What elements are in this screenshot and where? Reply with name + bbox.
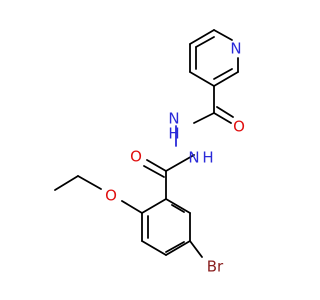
- upper-amide-group: [193, 85, 234, 124]
- bond-pyr-double-1: [195, 36, 215, 48]
- pyridine-nitrogen-label: N: [230, 40, 241, 58]
- ethoxy-group: [54, 175, 143, 214]
- bond-carbonyl-1-o-a: [213, 112, 232, 124]
- bond-ring-to-o: [121, 200, 143, 214]
- bond-pyr-double-2: [213, 68, 233, 80]
- chemical-structure-diagram: N O N H O N H O Br: [54, 29, 245, 276]
- bromine-substituent: [189, 240, 203, 258]
- benzene-ring: [141, 198, 191, 256]
- bromine-label: Br: [207, 258, 224, 276]
- hydrazide-nitrogen-upper-label: N: [168, 110, 179, 128]
- bond-ring-to-br: [189, 240, 203, 258]
- hydrazide-hydrogen-lower-label: H: [202, 149, 213, 167]
- bond-carbonyl-2-o-a: [146, 159, 167, 172]
- bond-carbonyl-2-o-b: [143, 165, 165, 178]
- bond-pyr-2: [213, 29, 233, 41]
- bond-carbonyl-1-n: [193, 112, 215, 124]
- bond-benz-double-2: [165, 241, 185, 253]
- bond-pyr-5: [189, 71, 215, 87]
- bond-o-to-ch2: [77, 175, 102, 190]
- bond-benz-4: [141, 240, 167, 256]
- hydrazide-nitrogen-lower-label: N: [188, 149, 199, 167]
- bond-pyr-4: [213, 71, 239, 87]
- bond-carbonyl-1-o-b: [216, 106, 234, 118]
- bond-pyr-1: [189, 29, 215, 45]
- lower-amide-group: [143, 154, 195, 200]
- bond-ch2-to-ch3: [54, 175, 79, 191]
- bond-n-carbonyl-2: [165, 154, 195, 172]
- pyridine-ring: [189, 29, 239, 87]
- carbonyl-oxygen-upper-label: O: [233, 118, 245, 136]
- ether-oxygen-label: O: [105, 187, 117, 205]
- bond-benz-3: [165, 240, 191, 256]
- bond-benz-1: [165, 198, 191, 214]
- carbonyl-oxygen-lower-label: O: [130, 148, 142, 166]
- bond-benz-double-1: [171, 204, 185, 213]
- hydrazide-hydrogen-upper-label: H: [168, 125, 179, 143]
- bond-benz-6: [141, 198, 167, 214]
